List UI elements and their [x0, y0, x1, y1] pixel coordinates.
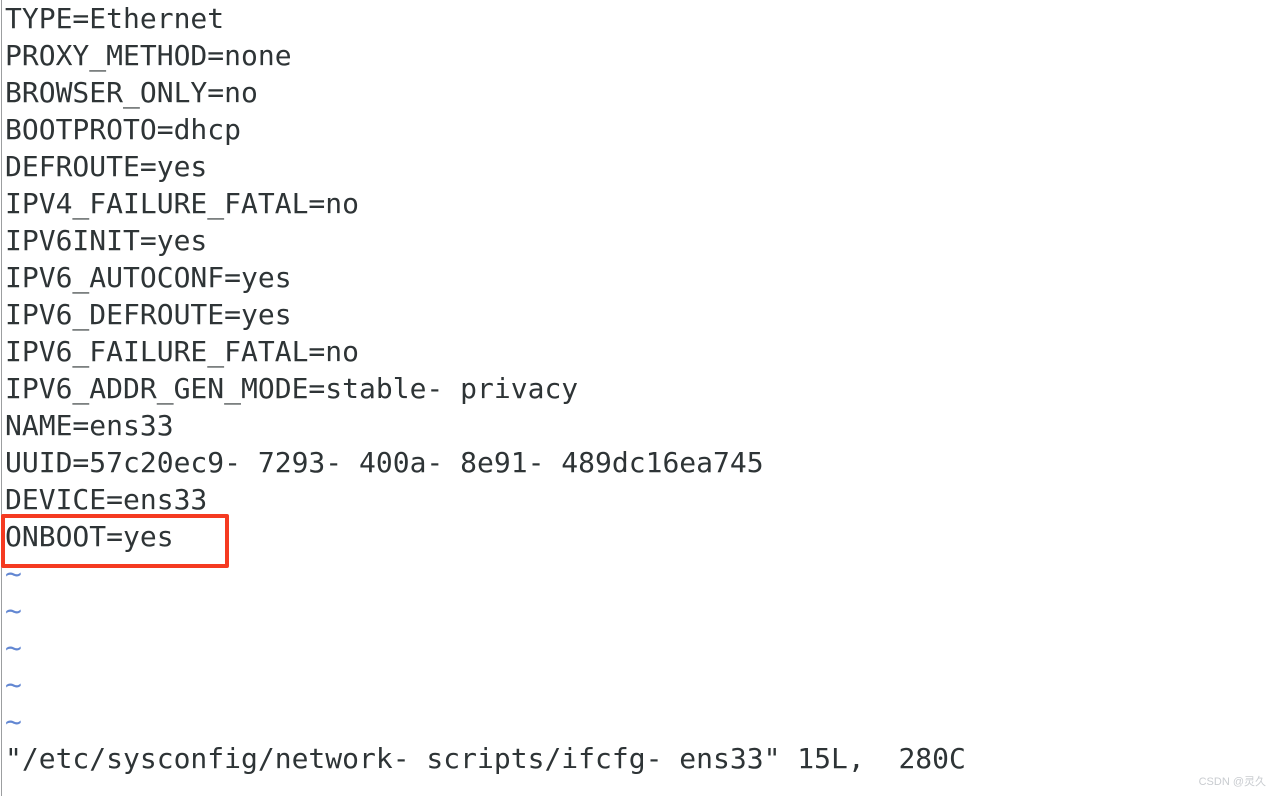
empty-line-tilde: ~: [5, 668, 22, 701]
config-line: UUID=57c20ec9- 7293- 400a- 8e91- 489dc16…: [5, 446, 764, 479]
config-line: IPV6_AUTOCONF=yes: [5, 261, 292, 294]
config-line: DEVICE=ens33: [5, 483, 208, 516]
config-line: PROXY_METHOD=none: [5, 39, 292, 72]
config-line: IPV6_DEFROUTE=yes: [5, 298, 292, 331]
empty-line-tilde: ~: [5, 557, 22, 590]
config-line: IPV6_ADDR_GEN_MODE=stable- privacy: [5, 372, 579, 405]
editor-text-area[interactable]: TYPE=Ethernet PROXY_METHOD=none BROWSER_…: [0, 0, 1285, 777]
config-line: DEFROUTE=yes: [5, 150, 208, 183]
config-line: IPV6_FAILURE_FATAL=no: [5, 335, 360, 368]
config-line-onboot-highlighted: ONBOOT=yes: [5, 520, 174, 553]
config-line: BOOTPROTO=dhcp: [5, 113, 242, 146]
config-line: BROWSER_ONLY=no: [5, 76, 258, 109]
empty-line-tilde: ~: [5, 631, 22, 664]
config-line: TYPE=Ethernet: [5, 2, 225, 35]
vim-status-line: "/etc/sysconfig/network- scripts/ifcfg- …: [5, 742, 966, 775]
csdn-watermark: CSDN @灵久: [1198, 776, 1266, 788]
empty-line-tilde: ~: [5, 594, 22, 627]
empty-line-tilde: ~: [5, 705, 22, 738]
config-line: IPV6INIT=yes: [5, 224, 208, 257]
config-line: IPV4_FAILURE_FATAL=no: [5, 187, 360, 220]
window-left-border: [1, 0, 2, 796]
config-line: NAME=ens33: [5, 409, 174, 442]
